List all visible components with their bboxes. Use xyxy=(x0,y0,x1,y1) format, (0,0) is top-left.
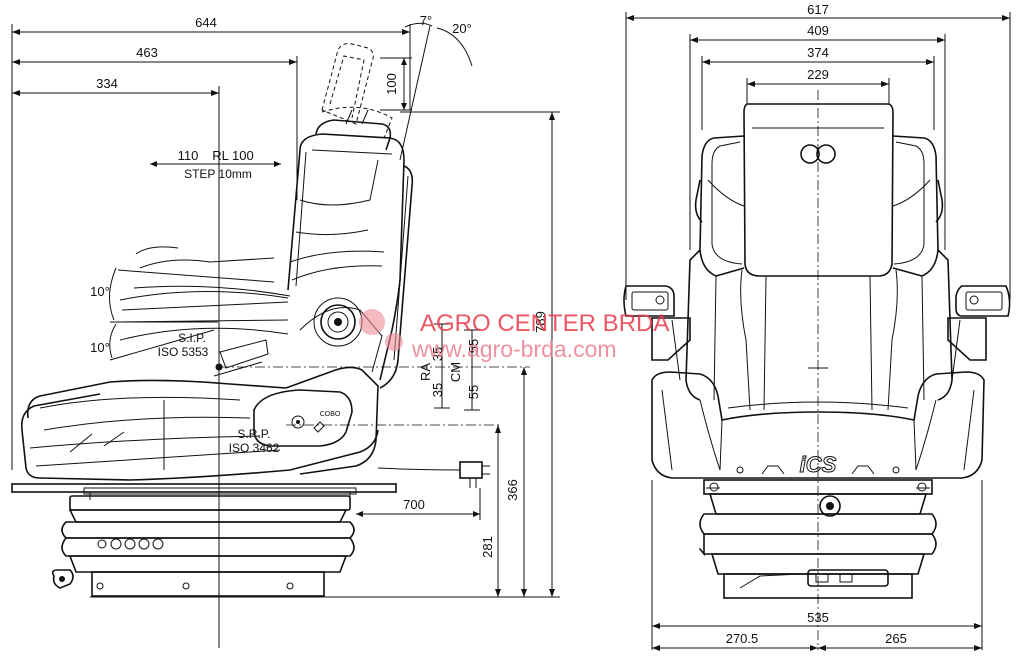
watermark: AGRO CENTER BRDA www.agro-brda.com xyxy=(359,309,669,362)
angle-7-label: 7° xyxy=(420,13,432,28)
sip-line1: S.I.P. xyxy=(178,331,206,345)
front-dimension-229: 229 xyxy=(746,67,890,104)
dim-headrest-label: 100 xyxy=(384,73,399,95)
right-armrest xyxy=(947,285,1011,381)
front-dimension-409: 409 xyxy=(689,23,946,250)
ra-label: RA xyxy=(418,363,433,381)
side-panel: COBO xyxy=(213,307,383,475)
front-dimension-374: 374 xyxy=(701,45,935,130)
dim-374-label: 374 xyxy=(807,45,829,60)
srp-line1: S.R.P. xyxy=(237,427,270,441)
headrest xyxy=(315,43,392,151)
sip-label: S.I.P. ISO 5353 xyxy=(158,331,530,371)
side-view: 644 463 334 110 RL 100 STEP 10mm xyxy=(11,13,560,648)
step-label: STEP 10mm xyxy=(184,167,252,181)
front-suspension-base xyxy=(699,479,937,599)
suspension-base xyxy=(51,495,355,597)
angle-10-lower-label: 10° xyxy=(90,340,110,355)
cushion-tilt-outlines: 10° 10° xyxy=(90,246,291,361)
side-dimension-644: 644 xyxy=(11,15,410,470)
vertical-dimensions: 789 366 281 RA 35 35 CM 55 55 xyxy=(90,111,560,598)
backrest-front xyxy=(685,103,953,411)
watermark-name: AGRO CENTER BRDA xyxy=(420,310,669,337)
dim-366-label: 366 xyxy=(505,479,520,501)
base-brand-circles xyxy=(110,538,164,550)
side-dimension-463: 463 xyxy=(12,45,298,200)
cm-label: CM xyxy=(448,362,463,382)
srp-line2: ISO 3462 xyxy=(229,441,280,455)
cable-dimension: 700 xyxy=(356,488,481,520)
ra-35-lower: 35 xyxy=(430,383,445,397)
front-dimension-535: 535 xyxy=(651,480,983,650)
cm-55-lower: 55 xyxy=(466,385,481,399)
dim-265-label: 265 xyxy=(885,631,907,646)
lumbar-knob xyxy=(313,297,363,347)
angle-10-upper-label: 10° xyxy=(90,284,110,299)
dim-789-label: 789 xyxy=(533,311,548,333)
cable-connector xyxy=(377,461,490,488)
dim-617-label: 617 xyxy=(807,2,829,17)
watermark-url: www.agro-brda.com xyxy=(411,336,617,362)
front-view: 617 409 374 229 xyxy=(623,2,1011,651)
backrest-side xyxy=(287,133,414,389)
front-dimension-offsets: 270.5 265 xyxy=(652,631,982,651)
dim-535-label: 535 xyxy=(807,610,829,625)
dim-270-label: 270.5 xyxy=(726,631,759,646)
ra-35-upper: 35 xyxy=(430,347,445,361)
ics-logo: iCS xyxy=(800,452,837,477)
dim-644-label: 644 xyxy=(195,15,217,30)
dim-700-label: 700 xyxy=(403,497,425,512)
dim-463-label: 463 xyxy=(136,45,158,60)
fore-aft-dimension: 110 RL 100 STEP 10mm xyxy=(150,148,281,181)
dim-334-label: 334 xyxy=(96,76,118,91)
dim-229-label: 229 xyxy=(807,67,829,82)
dim-281-label: 281 xyxy=(480,536,495,558)
sip-line2: ISO 5353 xyxy=(158,345,209,359)
dim-409-label: 409 xyxy=(807,23,829,38)
left-armrest xyxy=(623,285,691,381)
seat-cushion-front xyxy=(651,371,985,479)
backrest-angle-marks: 7° 20° 100 xyxy=(380,13,473,161)
side-panel-brand: COBO xyxy=(320,411,341,418)
seat-cushion-side xyxy=(20,379,379,481)
front-top-logo xyxy=(800,144,836,164)
dim-rl-label: RL 100 xyxy=(212,148,253,163)
angle-20-label: 20° xyxy=(452,21,472,36)
dim-110-label: 110 xyxy=(178,148,199,163)
backrest-tilt-outline xyxy=(321,106,393,139)
cm-55-upper: 55 xyxy=(466,339,481,353)
front-dimension-617: 617 xyxy=(625,2,1011,300)
srp-label: S.R.P. ISO 3462 xyxy=(229,424,500,455)
